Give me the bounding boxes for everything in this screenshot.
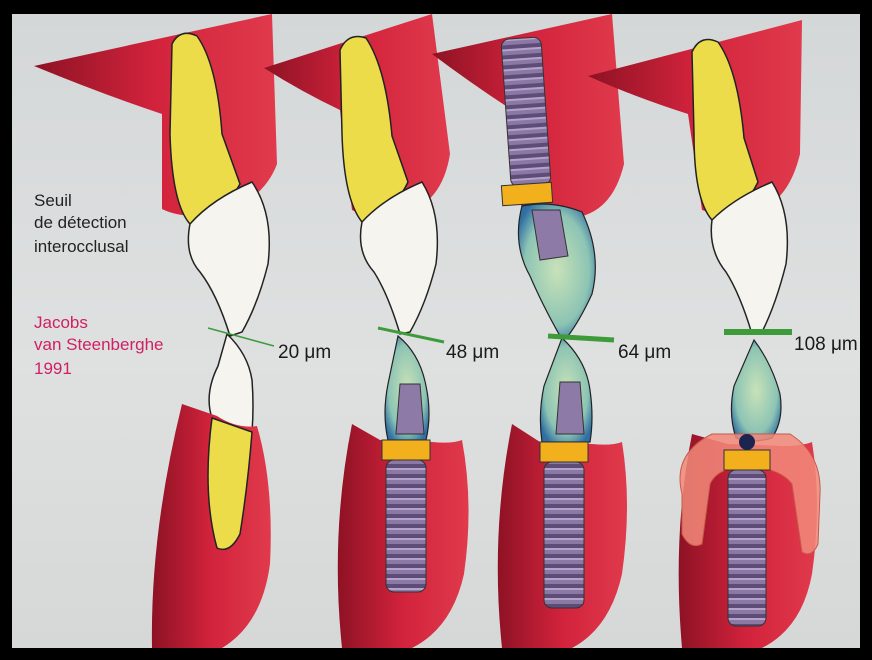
threshold-label-line2: de détection [34,212,127,234]
threshold-label-line3: interocclusal [34,236,129,258]
measurement-label-1: 20 μm [278,342,331,364]
upper-gum-1 [34,14,277,216]
lower-implant-body-4 [728,470,766,626]
lower-crown-4 [731,340,781,441]
measurement-label-4: 108 μm [794,334,858,356]
abutment-ring-2 [382,440,430,460]
lower-abutment-ring-3 [540,442,588,462]
lower-implant-body-3 [544,462,584,608]
ball-attachment-ring-4 [724,450,770,470]
measurement-label-2: 48 μm [446,342,499,364]
ball-attachment-4 [739,434,755,450]
diagram-panel: Seuil de détection interocclusal Jacobs … [12,14,860,648]
source-label-line2: van Steenberghe [34,334,164,356]
measurement-label-3: 64 μm [618,342,671,364]
threshold-line-3 [548,336,614,340]
source-label-line3: 1991 [34,358,72,380]
case-natural-implant [264,14,469,648]
abutment-2 [396,384,424,434]
implant-body-2 [386,460,426,592]
upper-abutment-ring-3 [501,182,552,205]
source-label-line1: Jacobs [34,312,88,334]
threshold-label-line1: Seuil [34,190,72,212]
dental-implant-diagram [12,14,860,648]
lower-abutment-3 [556,382,584,434]
